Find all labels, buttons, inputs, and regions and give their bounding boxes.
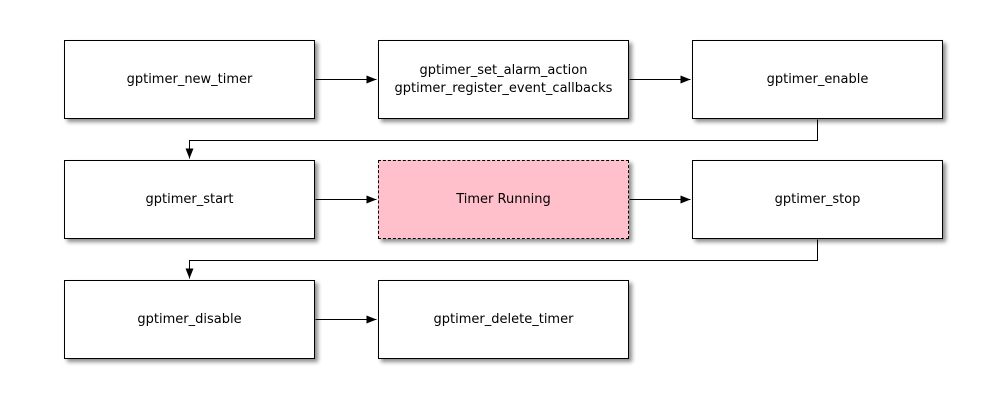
node-label: gptimer_new_timer bbox=[126, 71, 253, 87]
node-gptimer-set-alarm-action: gptimer_set_alarm_action gptimer_registe… bbox=[378, 40, 629, 119]
node-label: gptimer_stop bbox=[774, 191, 861, 207]
node-gptimer-new-timer: gptimer_new_timer bbox=[64, 40, 315, 119]
connector-stop-to-disable bbox=[185, 239, 818, 279]
node-gptimer-enable: gptimer_enable bbox=[692, 40, 943, 119]
node-label: Timer Running bbox=[456, 191, 551, 207]
node-gptimer-start: gptimer_start bbox=[64, 160, 315, 239]
node-timer-running: Timer Running bbox=[378, 160, 629, 239]
node-gptimer-stop: gptimer_stop bbox=[692, 160, 943, 239]
node-label: gptimer_enable bbox=[766, 71, 869, 87]
node-label: gptimer_disable bbox=[137, 311, 242, 327]
node-label: gptimer_delete_timer bbox=[433, 311, 574, 327]
node-label: gptimer_set_alarm_action gptimer_registe… bbox=[394, 62, 613, 96]
node-gptimer-delete-timer: gptimer_delete_timer bbox=[378, 280, 629, 359]
node-label: gptimer_start bbox=[145, 191, 234, 207]
node-gptimer-disable: gptimer_disable bbox=[64, 280, 315, 359]
connector-enable-to-start bbox=[185, 119, 818, 159]
